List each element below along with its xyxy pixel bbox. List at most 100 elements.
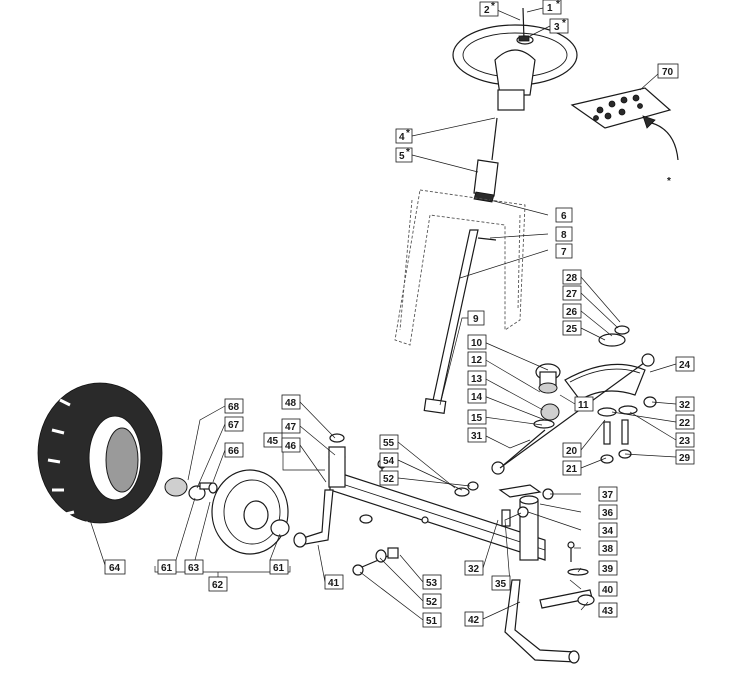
callout-15: 15: [467, 409, 487, 425]
leader-lines: [89, 7, 677, 621]
callout-number: 67: [228, 420, 240, 431]
callout-number: 27: [566, 289, 578, 300]
callout-31: 31: [467, 427, 487, 443]
callout-number: 13: [471, 374, 483, 385]
callout-53: 53: [422, 574, 442, 590]
callout-14: 14: [467, 388, 487, 404]
callout-number: 36: [602, 508, 614, 519]
callout-number: 54: [383, 456, 395, 467]
callout-52-bottom: 52: [422, 593, 442, 609]
callout-number: 1: [547, 3, 553, 14]
callout-number: 28: [566, 273, 578, 284]
callout-number: 42: [468, 615, 480, 626]
callout-number: 53: [426, 578, 438, 589]
callout-number: 35: [495, 579, 507, 590]
callout-40: 40: [598, 581, 618, 597]
callout-number: 46: [285, 441, 297, 452]
kit-asterisk: *: [667, 176, 671, 187]
callout-3: 3*: [549, 18, 569, 34]
callout-39: 39: [598, 560, 618, 576]
callout-61-right: 61: [269, 559, 289, 575]
svg-text:*: *: [406, 147, 410, 158]
callout-number: 21: [566, 464, 578, 475]
callout-number: 4: [399, 132, 405, 143]
callout-number: 63: [188, 563, 200, 574]
callout-1: 1*: [542, 0, 562, 15]
callout-28: 28: [562, 269, 582, 285]
callout-54: 54: [379, 452, 399, 468]
callout-number: 52: [426, 597, 438, 608]
callout-35: 35: [491, 575, 511, 591]
callout-number: 15: [471, 413, 483, 424]
callout-number: 70: [662, 67, 674, 78]
callout-number: 23: [679, 436, 691, 447]
callout-number: 43: [602, 606, 614, 617]
callout-number: 64: [109, 563, 121, 574]
callout-46: 46: [281, 437, 301, 453]
svg-text:*: *: [406, 128, 410, 139]
callout-number: 62: [212, 580, 224, 591]
callout-51: 51: [422, 612, 442, 628]
front-axle: [293, 433, 595, 664]
callout-number: 41: [328, 578, 340, 589]
callout-45: 45: [263, 432, 283, 448]
callout-number: 47: [285, 422, 297, 433]
callout-32-left: 32: [464, 560, 484, 576]
steering-wheel: [452, 7, 578, 111]
tire: [37, 382, 163, 532]
callout-number: 12: [471, 355, 483, 366]
callout-42: 42: [464, 611, 484, 627]
callout-23: 23: [675, 432, 695, 448]
callout-number: 2: [484, 5, 490, 16]
steering-sector: [491, 325, 657, 475]
callout-26: 26: [562, 303, 582, 319]
callout-number: 11: [578, 400, 589, 411]
callout-number: 32: [468, 564, 480, 575]
callout-21: 21: [562, 460, 582, 476]
callout-number: 9: [473, 314, 479, 325]
callout-9: 9: [467, 310, 485, 326]
callout-67: 67: [224, 416, 244, 432]
callout-63: 63: [184, 559, 204, 575]
callout-number: 31: [471, 431, 483, 442]
callout-number: 20: [566, 446, 578, 457]
callout-55: 55: [379, 434, 399, 450]
callout-62: 62: [208, 576, 228, 592]
hub-bolt: [352, 547, 399, 576]
callout-number: 38: [602, 544, 614, 555]
callout-22: 22: [675, 414, 695, 430]
callout-number: 34: [602, 526, 614, 537]
callout-13: 13: [467, 370, 487, 386]
callout-34: 34: [598, 522, 618, 538]
callout-43: 43: [598, 602, 618, 618]
callout-2: 2*: [479, 1, 499, 17]
callout-61-left: 61: [157, 559, 177, 575]
callout-number: 10: [471, 338, 483, 349]
callout-41: 41: [324, 574, 344, 590]
callout-64: 64: [104, 559, 126, 575]
callout-number: 40: [602, 585, 614, 596]
callout-number: 66: [228, 446, 240, 457]
callout-24: 24: [675, 356, 695, 372]
callout-number: 26: [566, 307, 578, 318]
callout-36: 36: [598, 504, 618, 520]
callout-5: 5*: [395, 147, 413, 163]
callout-number: 55: [383, 438, 395, 449]
hardware-kit: [570, 87, 679, 161]
callout-7: 7: [555, 243, 573, 259]
callout-number: 61: [273, 563, 285, 574]
callout-number: 32: [679, 400, 691, 411]
callout-number: 51: [426, 616, 438, 627]
callout-32-right: 32: [675, 396, 695, 412]
callout-number: 37: [602, 490, 614, 501]
steering-column: [423, 117, 499, 415]
callout-number: 22: [679, 418, 691, 429]
callout-20: 20: [562, 442, 582, 458]
callout-25: 25: [562, 320, 582, 336]
callout-number: 8: [561, 230, 567, 241]
svg-text:*: *: [556, 0, 560, 10]
callout-47: 47: [281, 418, 301, 434]
callout-number: 7: [561, 247, 567, 258]
callout-6: 6: [555, 207, 573, 223]
